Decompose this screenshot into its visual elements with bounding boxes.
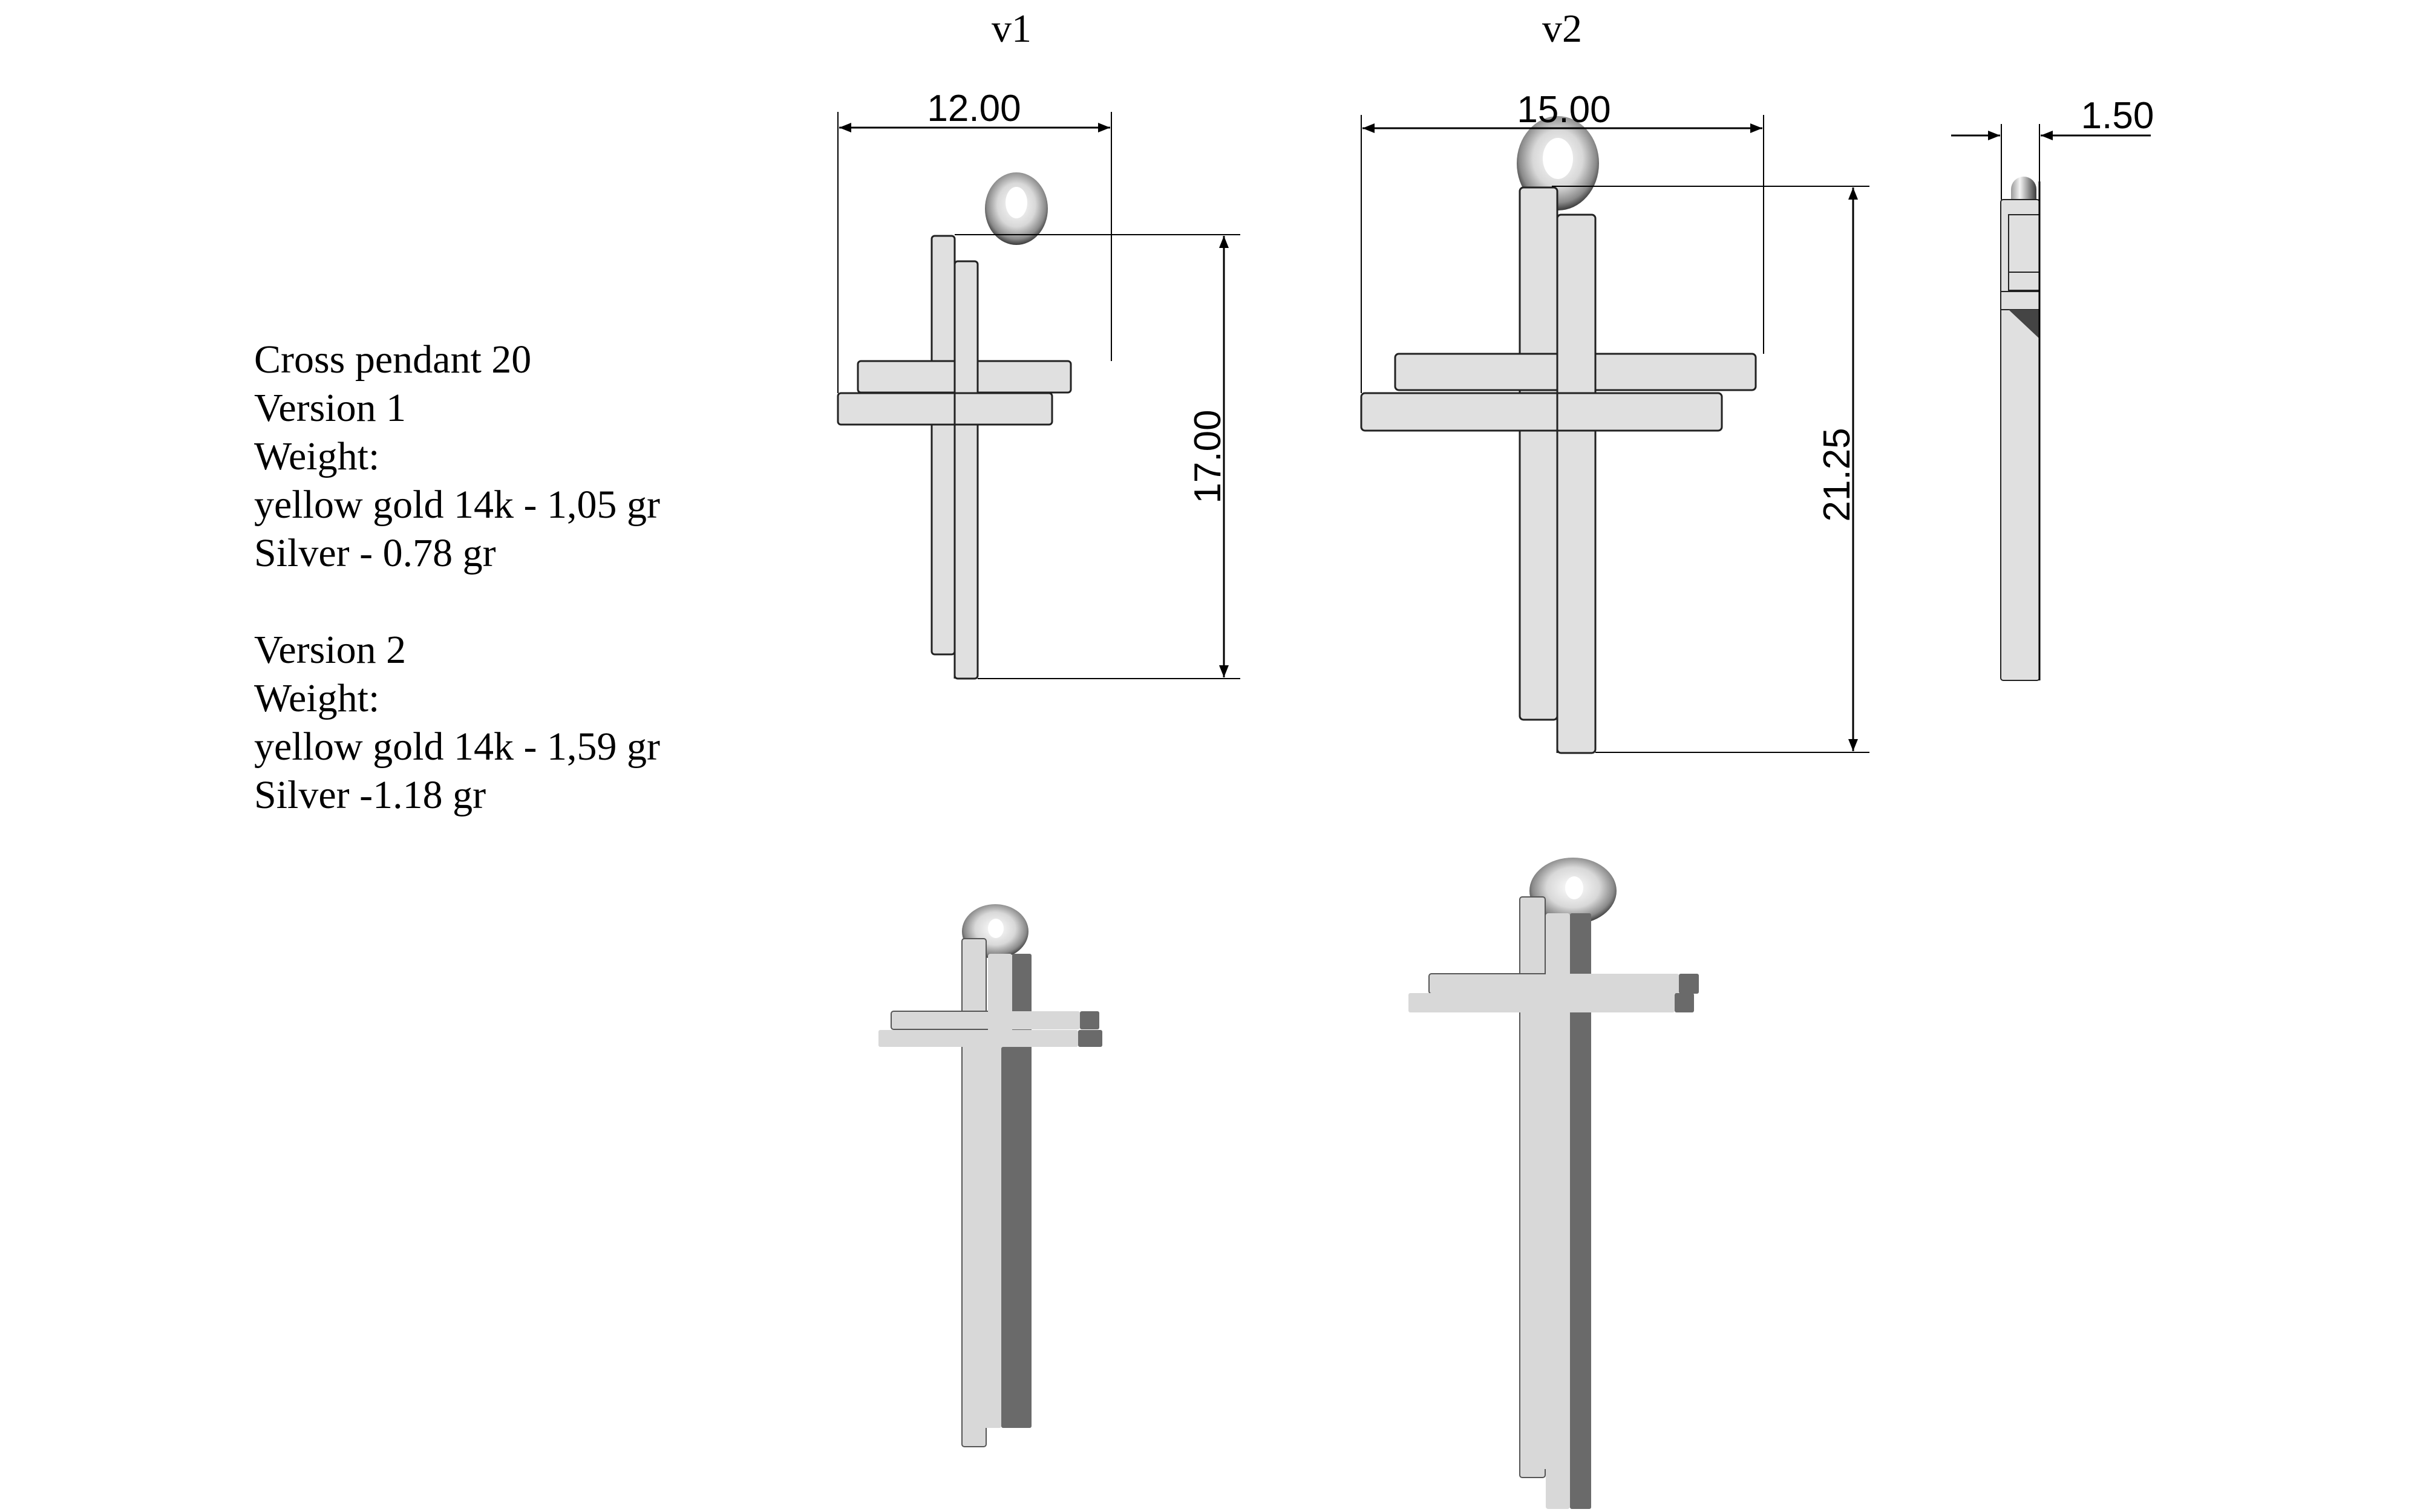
v2-height-dimension: 21.25 bbox=[1552, 186, 1869, 753]
side-thickness-dimension: 1.50 bbox=[1951, 95, 2154, 200]
v1-width-value: 12.00 bbox=[927, 88, 1021, 129]
v2-width-value: 15.00 bbox=[1517, 89, 1611, 131]
v2-front-view bbox=[1360, 116, 1757, 754]
v1-height-value: 17.00 bbox=[1187, 409, 1229, 503]
v1-height-dimension: 17.00 bbox=[955, 234, 1240, 679]
side-view bbox=[2000, 177, 2041, 681]
v2-header: v2 bbox=[1542, 7, 1582, 51]
v1-header: v1 bbox=[992, 7, 1032, 51]
version2-silver-weight: Silver -1.18 gr bbox=[254, 773, 486, 817]
version2-gold-weight: yellow gold 14k - 1,59 gr bbox=[254, 725, 660, 769]
version1-weight-label: Weight: bbox=[254, 434, 380, 478]
v2-3d-view bbox=[1408, 858, 1699, 1509]
v1-front-view bbox=[837, 172, 1072, 680]
v1-3d-view bbox=[878, 904, 1102, 1447]
v1-width-dimension: 12.00 bbox=[837, 88, 1112, 393]
version1-silver-weight: Silver - 0.78 gr bbox=[254, 531, 496, 575]
product-title: Cross pendant 20 bbox=[254, 337, 532, 382]
version1-label: Version 1 bbox=[254, 386, 407, 430]
v2-3d-ring-icon bbox=[1529, 858, 1617, 924]
v2-width-dimension: 15.00 bbox=[1361, 89, 1764, 393]
version2-label: Version 2 bbox=[254, 628, 407, 672]
side-thickness-value: 1.50 bbox=[2081, 95, 2154, 137]
specification-text: Cross pendant 20 Version 1 Weight: yello… bbox=[254, 336, 660, 820]
version1-gold-weight: yellow gold 14k - 1,05 gr bbox=[254, 483, 660, 527]
v1-bail-ring-icon bbox=[985, 172, 1048, 245]
version2-weight-label: Weight: bbox=[254, 676, 380, 720]
v2-height-value: 21.25 bbox=[1816, 428, 1858, 521]
